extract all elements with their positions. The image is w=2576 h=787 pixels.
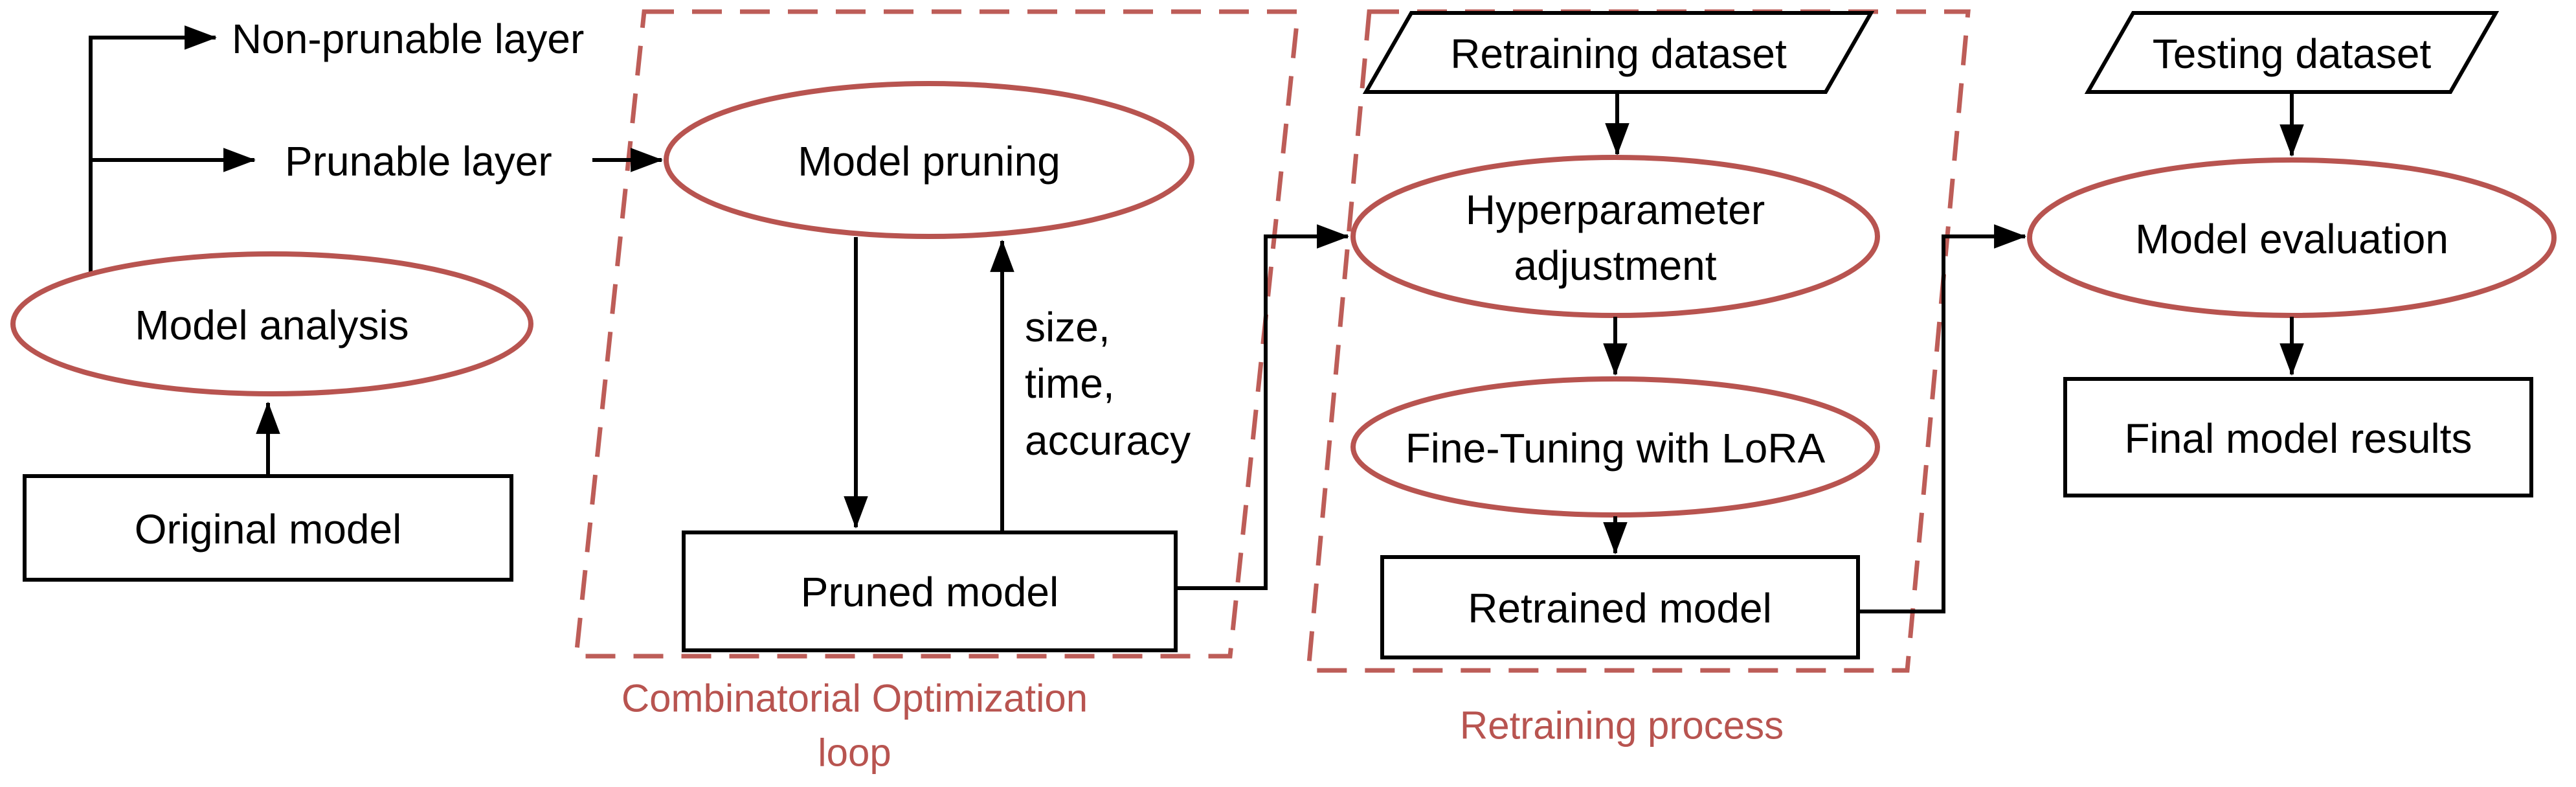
final-model-results-box	[2063, 377, 2533, 497]
original-model-box	[23, 474, 513, 582]
model-pruning-ellipse	[664, 81, 1194, 239]
model-analysis-ellipse	[10, 251, 533, 396]
non-prunable-layer-label: Non-prunable layer	[232, 16, 584, 62]
hyperparameter-adjustment-ellipse	[1350, 155, 1880, 318]
fine-tuning-ellipse	[1350, 376, 1880, 518]
retrained-model-label: Retrained model	[1468, 585, 1772, 632]
model-pruning-label: Model pruning	[798, 138, 1060, 185]
hyperparameter-label-line2: adjustment	[1514, 242, 1716, 289]
metric-size-label: size,	[1025, 304, 1110, 350]
combinatorial-loop-dashed-border	[574, 9, 1301, 659]
retraining-dataset-parallelogram	[1362, 11, 1875, 94]
metric-time-label: time,	[1025, 360, 1115, 407]
connector-pruned-to-hyperparameter	[1176, 224, 1350, 590]
model-evaluation-ellipse	[2027, 157, 2557, 318]
retraining-dataset-label: Retraining dataset	[1450, 30, 1787, 77]
connector-retrained-to-evaluation	[1858, 224, 2027, 613]
testing-dataset-parallelogram	[2084, 11, 2500, 94]
branch-arrow-non-prunable	[89, 25, 218, 275]
final-model-results-label: Final model results	[2124, 415, 2472, 462]
retraining-caption: Retraining process	[1460, 704, 1784, 747]
model-analysis-label: Model analysis	[135, 302, 409, 348]
original-model-label: Original model	[135, 506, 402, 553]
prunable-layer-label: Prunable layer	[285, 138, 552, 185]
combinatorial-caption-line1: Combinatorial Optimization	[622, 677, 1088, 720]
hyperparameter-label-line1: Hyperparameter	[1466, 187, 1765, 233]
metric-accuracy-label: accuracy	[1025, 417, 1191, 464]
combinatorial-caption-line2: loop	[818, 731, 891, 775]
pruned-model-label: Pruned model	[801, 569, 1058, 615]
testing-dataset-label: Testing dataset	[2153, 30, 2432, 77]
pruned-model-box	[682, 530, 1178, 652]
retrained-model-box	[1380, 555, 1860, 659]
model-evaluation-label: Model evaluation	[2135, 216, 2448, 262]
fine-tuning-label: Fine-Tuning with LoRA	[1406, 425, 1826, 472]
